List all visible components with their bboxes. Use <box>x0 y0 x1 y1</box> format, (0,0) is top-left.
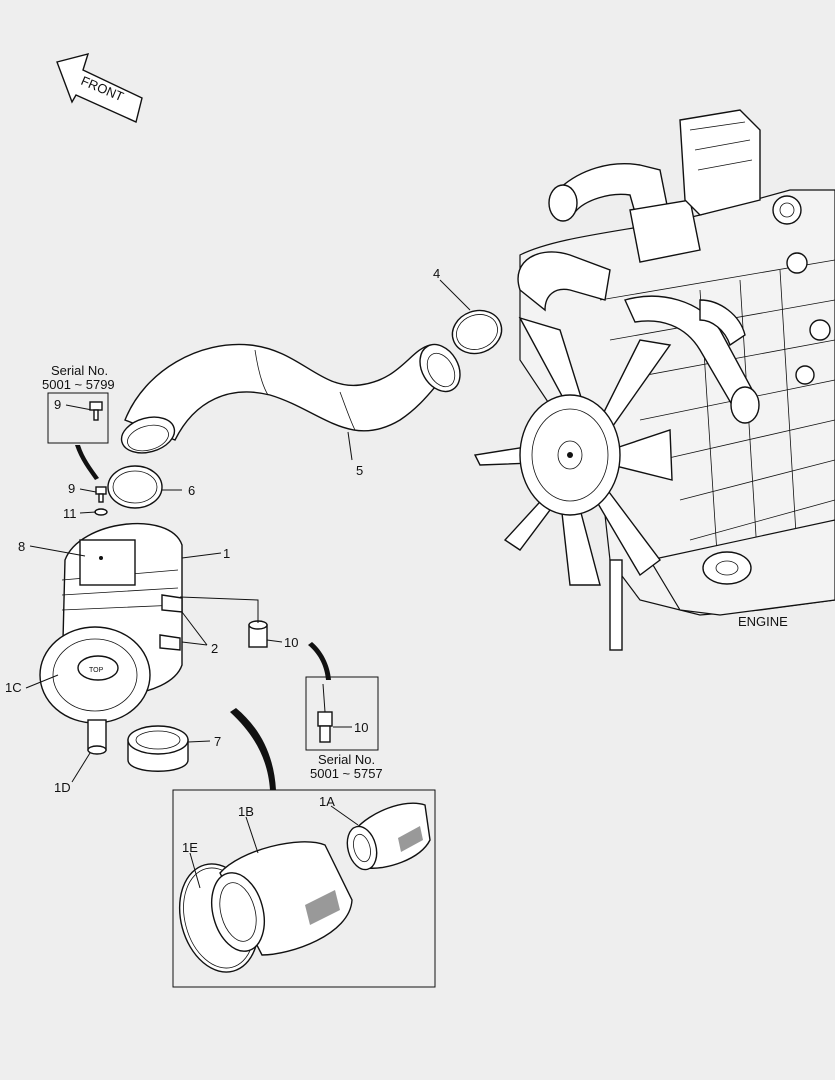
svg-text:Serial No.: Serial No. <box>51 363 108 378</box>
callout-1a: 1A <box>319 794 335 809</box>
callout-11: 11 <box>63 506 77 521</box>
serial-box-mid: 10 Serial No. 5001 ~ 5757 <box>305 676 383 781</box>
hose-clamp-6 <box>107 465 163 509</box>
callout-1b: 1B <box>238 804 254 819</box>
callout-4: 4 <box>433 266 440 281</box>
callout-7: 7 <box>214 734 221 749</box>
air-cleaner-assembly: TOP <box>39 522 183 755</box>
svg-text:10: 10 <box>354 720 368 735</box>
pointer-mid <box>308 642 331 680</box>
engine-label: ENGINE <box>738 614 788 629</box>
bolt-9 <box>95 486 107 503</box>
mount-boss <box>702 551 752 585</box>
top-badge <box>77 655 119 681</box>
callout-2: 2 <box>211 641 218 656</box>
hose-clamp-4 <box>451 309 503 355</box>
cap-7 <box>127 725 189 772</box>
pointer-top <box>75 445 99 480</box>
callout-1: 1 <box>223 546 230 561</box>
callout-10: 10 <box>284 635 298 650</box>
pointer-lower <box>230 708 276 790</box>
filter-kit-box <box>172 789 436 988</box>
leader-lines <box>25 279 471 889</box>
bracket-8 <box>79 539 136 586</box>
svg-text:5001 ~ 5757: 5001 ~ 5757 <box>310 766 383 781</box>
cooling-fan <box>473 316 673 586</box>
front-arrow: FRONT <box>56 53 143 123</box>
callouts: 4 5 6 9 11 8 1 2 10 1C 7 1D 1B 1A 1E <box>5 266 440 855</box>
svg-text:5001 ~ 5799: 5001 ~ 5799 <box>42 377 115 392</box>
intake-hose-5 <box>120 343 461 454</box>
callout-5: 5 <box>356 463 363 478</box>
callout-9: 9 <box>68 481 75 496</box>
svg-text:TOP: TOP <box>89 667 104 674</box>
serial-box-top: Serial No. 5001 ~ 5799 9 <box>42 363 115 444</box>
svg-text:9: 9 <box>54 397 61 412</box>
sensor-10 <box>179 596 268 648</box>
callout-1c: 1C <box>5 680 22 695</box>
engine-assembly <box>517 109 835 651</box>
callout-1e: 1E <box>182 840 198 855</box>
callout-8: 8 <box>18 539 25 554</box>
callout-6: 6 <box>188 483 195 498</box>
washer-11 <box>94 508 108 516</box>
svg-text:Serial No.: Serial No. <box>318 752 375 767</box>
callout-1d: 1D <box>54 780 71 795</box>
